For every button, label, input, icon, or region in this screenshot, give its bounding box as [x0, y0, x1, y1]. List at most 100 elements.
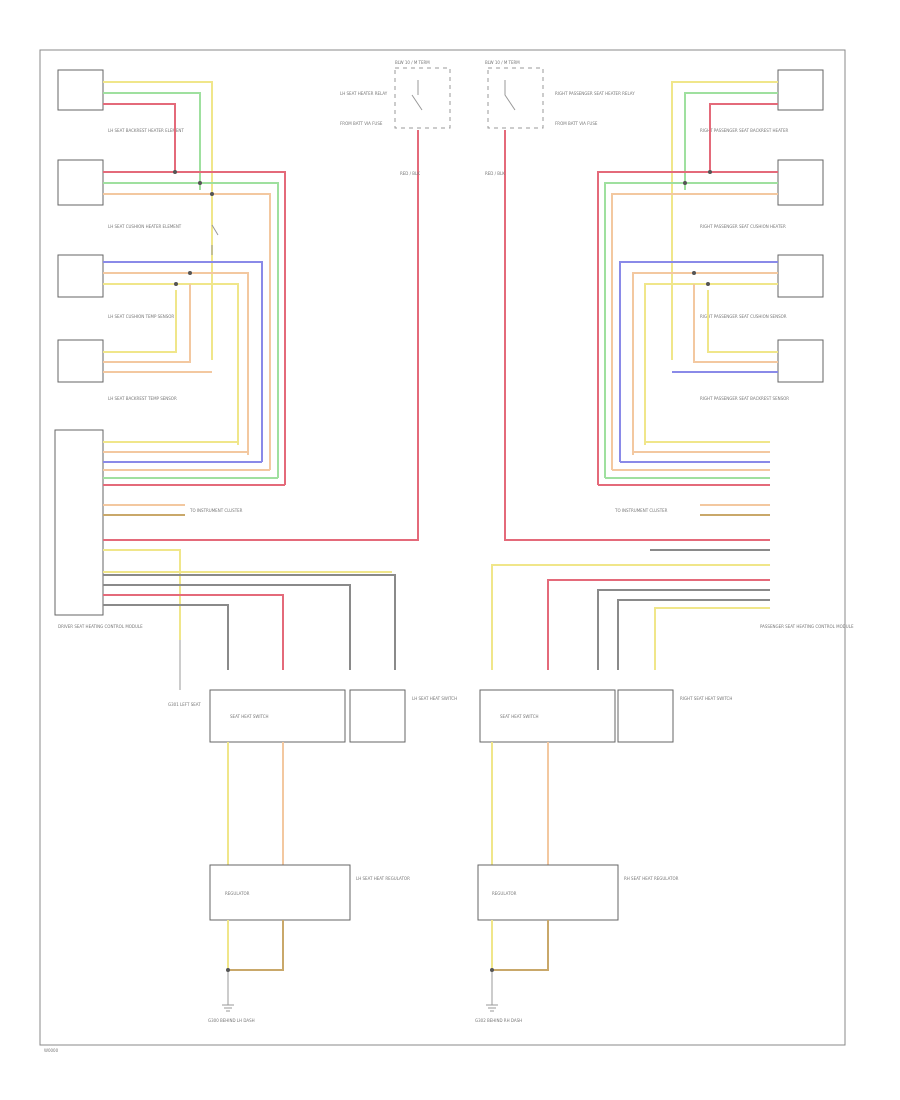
rh-red-bus [547, 579, 770, 670]
lh-connector-3 [57, 254, 104, 298]
rh-wire-c3-blue [619, 261, 778, 462]
lh-gray-bus-3 [103, 594, 284, 670]
rh-relay-contact [504, 80, 516, 111]
rh-relay-top-label: BLW 10 / M TERM [485, 60, 520, 65]
rh-relay-block-label: RIGHT PASSENGER SEAT HEATER RELAY [555, 91, 635, 96]
lh-lower-module-label: LH SEAT HEAT REGULATOR [356, 876, 410, 881]
junction-dot [210, 192, 214, 196]
rh-gray-bus-2 [617, 599, 770, 670]
rh-seat-label-1: RIGHT PASSENGER SEAT BACKREST HEATER [700, 128, 788, 133]
lh-ground-bottom-label: G300 BEHIND LH DASH [208, 1018, 255, 1023]
lh-switch-label: SEAT HEAT SWITCH [230, 714, 269, 719]
rh-relay-power-label: FROM BATT VIA FUSE [555, 121, 598, 126]
rh-wire-c1-red [709, 103, 778, 172]
lh-module-label: DRIVER SEAT HEATING CONTROL MODULE [58, 624, 143, 629]
rh-bottom-wire-2 [492, 920, 549, 971]
lh-mid-label: RED / BLK [400, 171, 420, 176]
lh-wire-c3-orange [103, 272, 249, 455]
junction-dot [188, 271, 192, 275]
junction-dot [198, 181, 202, 185]
lh-lower-inner-label: REGULATOR [225, 891, 250, 896]
footer-label: W0000 [44, 1048, 59, 1053]
rh-lower-module-label: RH SEAT HEAT REGULATOR [624, 876, 679, 881]
lh-relay-top-label: BLW 10 / M TERM [395, 60, 430, 65]
rh-ground-bottom-label: G302 BEHIND RH DASH [475, 1018, 522, 1023]
rh-relay-feed [504, 130, 770, 541]
rh-wire-c3-orange [632, 272, 778, 455]
lh-wire-c4-yellow [103, 290, 177, 353]
junction-dot [706, 282, 710, 286]
junction-dot [692, 271, 696, 275]
rh-connector-2 [777, 159, 824, 206]
rh-connector-1 [777, 69, 824, 111]
junction-dot [173, 170, 177, 174]
lh-switch-side-label: LH SEAT HEAT SWITCH [412, 696, 457, 701]
rh-to-cluster-label: TO INSTRUMENT CLUSTER [614, 508, 668, 513]
lh-bottom-wire-2 [228, 920, 284, 971]
rh-yellow-bus [491, 564, 770, 670]
rh-switch-label: SEAT HEAT SWITCH [500, 714, 539, 719]
lh-wire-c4-orange [103, 284, 191, 363]
lh-relay-contact [411, 80, 423, 111]
lh-seat-label-2: LH SEAT CUSHION HEATER ELEMENT [108, 224, 182, 229]
lh-wire-c3-blue [103, 261, 263, 462]
lh-relay-block-label: LH SEAT HEATER RELAY [340, 91, 388, 96]
lh-wire-c2-orange [103, 193, 271, 470]
lh-seat-label-3: LH SEAT CUSHION TEMP SENSOR [108, 314, 174, 319]
rh-seat-label-2: RIGHT PASSENGER SEAT CUSHION HEATER [700, 224, 786, 229]
rh-switch-side-label: RIGHT SEAT HEAT SWITCH [680, 696, 732, 701]
lh-lower-box [209, 864, 351, 921]
rh-seat-label-4: RIGHT PASSENGER SEAT BACKREST SENSOR [700, 396, 789, 401]
lh-to-cluster-label: TO INSTRUMENT CLUSTER [189, 508, 243, 513]
diagram-frame [39, 49, 846, 1046]
lh-connector-4 [57, 339, 104, 383]
lh-wire-c1-green [103, 92, 201, 190]
lh-wire-c1-yellow [103, 81, 213, 360]
lh-wire-c2-red [103, 171, 286, 485]
rh-ground-symbol-icon [486, 1004, 498, 1012]
rh-yellow-bus-2 [654, 607, 770, 670]
rh-seat-label-3: RIGHT PASSENGER SEAT CUSHION SENSOR [700, 314, 787, 319]
lh-ground-symbol-icon [222, 1004, 234, 1012]
junction-dot [226, 968, 230, 972]
lh-ground-top-label: G301 LEFT SEAT [168, 702, 201, 707]
lh-relay-box [394, 67, 451, 129]
lh-connector-1 [57, 69, 104, 111]
rh-gray-bus-1 [597, 589, 770, 670]
rh-lower-inner-label: REGULATOR [492, 891, 517, 896]
rh-mid-label: RED / BLK [485, 171, 505, 176]
lh-gray-bus-4 [103, 604, 229, 670]
rh-wire-c2-red [597, 171, 778, 485]
lh-wire-c2-green [103, 182, 279, 478]
junction-dot [174, 282, 178, 286]
rh-wire-c3-yellow [644, 283, 778, 445]
lh-yellow-switch [103, 549, 181, 640]
lh-relay-feed [103, 130, 419, 541]
rh-wire-c2-orange [611, 193, 778, 470]
rh-wire-c4-yellow [707, 290, 778, 353]
rh-wire-c2-green [604, 182, 778, 478]
lh-switch-box [209, 689, 346, 743]
rh-relay-box [487, 67, 544, 129]
lh-relay-power-label: FROM BATT VIA FUSE [340, 121, 383, 126]
junction-dot [490, 968, 494, 972]
lh-gray-bus-2 [103, 584, 351, 670]
lh-switch-side-box [349, 689, 406, 743]
lh-wire-c1-red [103, 103, 176, 172]
rh-switch-box [479, 689, 616, 743]
rh-wire-c4-orange [693, 284, 778, 363]
rh-module-label: PASSENGER SEAT HEATING CONTROL MODULE [760, 624, 854, 629]
junction-dot [683, 181, 687, 185]
lh-module-box [54, 429, 104, 616]
lh-small-relay [211, 224, 219, 255]
rh-switch-side-box [617, 689, 674, 743]
rh-connector-3 [777, 254, 824, 298]
rh-wire-c1-green [684, 92, 778, 190]
lh-gray-bus-1 [103, 574, 396, 670]
rh-wire-c1-yellow [671, 81, 778, 360]
lh-seat-label-1: LH SEAT BACKREST HEATER ELEMENT [108, 128, 184, 133]
lh-connector-2 [57, 159, 104, 206]
lh-wire-c3-yellow [103, 283, 239, 445]
lh-seat-label-4: LH SEAT BACKREST TEMP SENSOR [108, 396, 177, 401]
